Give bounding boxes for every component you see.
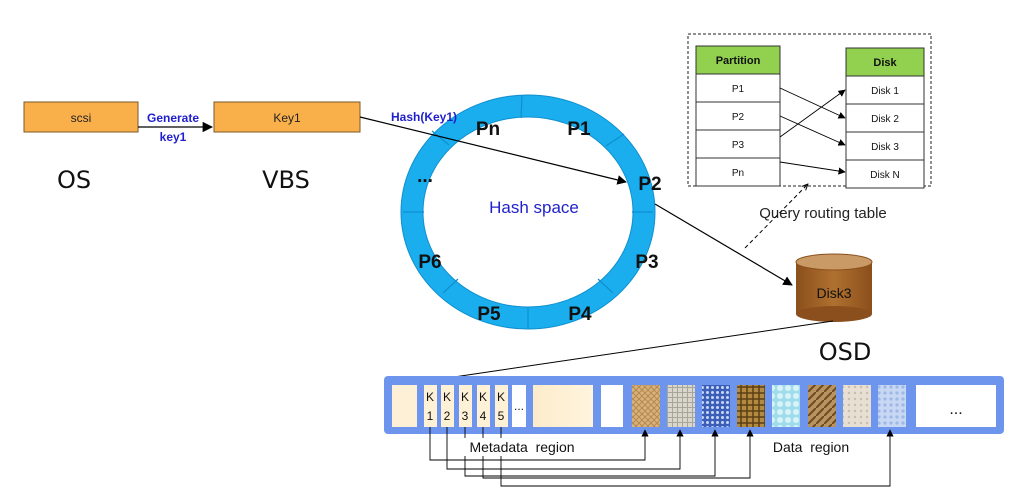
data-tile-7 <box>843 385 871 427</box>
key-cell-1 <box>424 385 437 427</box>
disk-row: Disk 3 <box>871 142 899 153</box>
key-ellipsis: ... <box>514 399 524 413</box>
generate-label-line1: Generate <box>147 111 199 125</box>
data-tile-3 <box>702 385 730 427</box>
os-section-label: OS <box>57 166 91 194</box>
key-number: 2 <box>444 409 451 423</box>
routing-arrows <box>779 87 846 175</box>
osd-section-label: OSD <box>819 338 872 366</box>
data-tile-8 <box>878 385 906 427</box>
metadata-label-bg <box>462 438 582 456</box>
key-cell-ellipsis <box>512 385 526 427</box>
key-letter: K <box>443 390 451 404</box>
hash-arrow-label: Hash(Key1) <box>391 110 457 124</box>
key-letter: K <box>497 390 505 404</box>
disk-header: Disk <box>873 57 897 69</box>
disk-row: Disk 1 <box>871 86 899 97</box>
partition-row: P1 <box>732 84 745 95</box>
disk-label: Disk3 <box>816 285 851 301</box>
scsi-label: scsi <box>71 111 92 125</box>
key-number: 5 <box>498 409 505 423</box>
partition-label-p4: P4 <box>568 304 592 325</box>
metadata-block <box>533 385 593 427</box>
partition-table <box>695 45 781 187</box>
disk-to-k1-arrow <box>426 320 834 384</box>
data-tile-5 <box>772 385 800 427</box>
key-number: 3 <box>462 409 469 423</box>
key-cell-2 <box>441 385 454 427</box>
partition-row: P2 <box>732 112 745 123</box>
key-cell-4 <box>477 385 490 427</box>
data-region-label: Data region <box>773 439 849 455</box>
partition-label-p3: P3 <box>635 252 658 273</box>
disk-table <box>845 47 925 189</box>
disk-row: Disk 2 <box>871 114 899 125</box>
partition-label-p5: P5 <box>477 304 501 325</box>
key-letter: K <box>461 390 469 404</box>
key1-label: Key1 <box>273 111 301 125</box>
key-to-data-connectors <box>429 427 894 487</box>
key-letter: K <box>426 390 434 404</box>
key-number: 1 <box>427 409 434 423</box>
partition-label-pn: Pn <box>476 119 500 140</box>
generate-label-line2: key1 <box>160 130 187 144</box>
strip-end-cell <box>916 385 996 427</box>
key-letter: K <box>479 390 487 404</box>
data-tile-4 <box>737 385 765 427</box>
hash-space-label: Hash space <box>489 198 579 217</box>
data-tile-2 <box>667 385 695 427</box>
partition-label-p1: P1 <box>567 119 591 140</box>
partition-header: Partition <box>716 55 761 67</box>
hash-arrow <box>359 116 627 185</box>
partition-label-p6: P6 <box>418 252 441 273</box>
disk-row: Disk N <box>870 170 899 181</box>
scsi-box <box>23 101 139 133</box>
partition-label-ellipsis: ... <box>417 166 433 187</box>
partition-row: P3 <box>732 140 745 151</box>
strip-end-ellipsis: ... <box>949 401 962 418</box>
data-label-bg <box>766 438 856 456</box>
metadata-region-label: Metadata region <box>469 439 574 455</box>
routing-table-caption: Query routing table <box>759 205 887 222</box>
strip-cell <box>392 385 417 427</box>
key-cell-5 <box>495 385 508 427</box>
p2-to-disk-arrow <box>654 203 793 286</box>
partition-label-p2: P2 <box>638 174 661 195</box>
data-tile-6 <box>808 385 836 427</box>
disk-cylinder <box>795 253 873 322</box>
data-tile-1 <box>632 385 660 427</box>
query-dashed-arrow <box>744 184 808 249</box>
key-cell-3 <box>459 385 472 427</box>
routing-table-frame <box>687 33 932 187</box>
key-number: 4 <box>480 409 487 423</box>
hash-ring <box>400 94 656 330</box>
vbs-section-label: VBS <box>262 166 310 194</box>
strip-cell <box>601 385 623 427</box>
key1-box <box>213 101 361 133</box>
partition-row: Pn <box>732 168 744 179</box>
